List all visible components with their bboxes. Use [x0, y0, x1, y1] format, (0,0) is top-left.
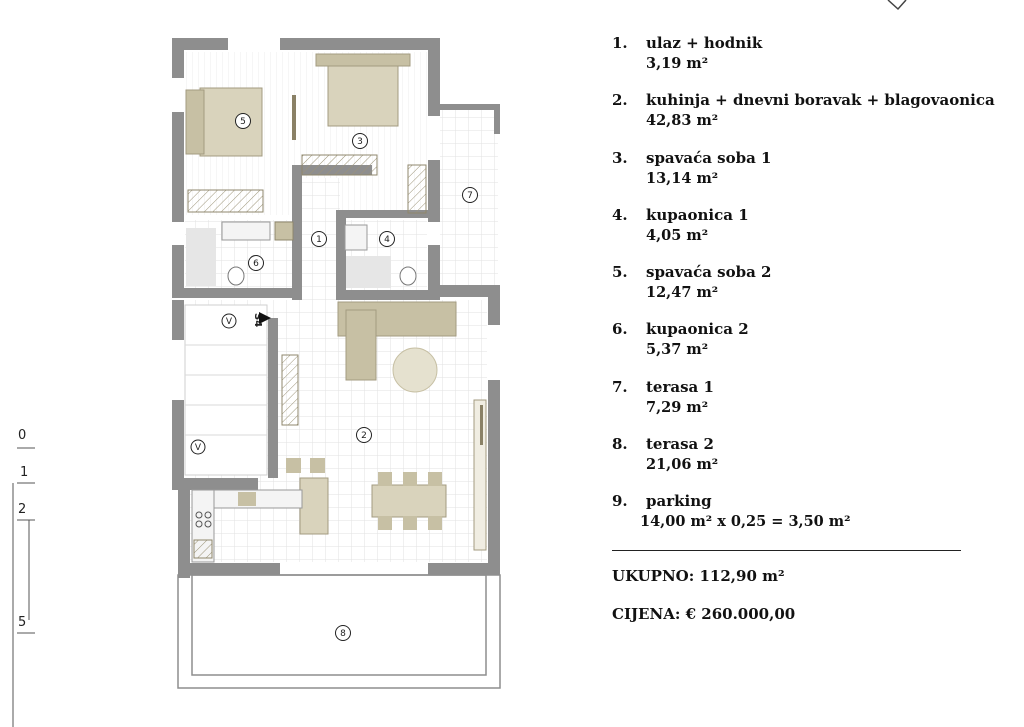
- room-marker-7: 7: [467, 191, 473, 201]
- legend-entry-area: 42,83 m²: [646, 112, 719, 130]
- stair-direction-arrow: [259, 312, 271, 324]
- scale-label-1: 1: [20, 465, 29, 480]
- legend-entry-number: 2.: [612, 91, 628, 110]
- living-furniture: [191, 301, 487, 563]
- scale-bar: [12, 447, 35, 727]
- stair-markers: V V S4: [190, 312, 271, 455]
- room-marker-4: 4: [384, 235, 390, 245]
- legend-entry-name: spavaća soba 1: [646, 148, 772, 167]
- legend-entry-name: kupaonica 2: [646, 320, 749, 339]
- legend-entry-number: 7.: [612, 377, 628, 396]
- stair-marker-label: S4: [252, 313, 263, 327]
- room-marker-6: 6: [253, 259, 259, 269]
- legend-entry-number: 4.: [612, 205, 628, 224]
- legend-entry: 9. parking 14,00 m² x 0,25 = 3,50 m²: [612, 492, 992, 549]
- room-marker-1: 1: [316, 235, 322, 245]
- legend-entry-area: 13,14 m²: [646, 169, 719, 187]
- legend-entry-name: parking: [646, 492, 712, 511]
- legend-entry: 1. ulaz + hodnik 3,19 m²: [612, 34, 992, 91]
- legend-entry: 5. spavaća soba 2 12,47 m²: [612, 263, 992, 320]
- total-area: UKUPNO: 112,90 m²: [612, 567, 785, 585]
- legend-entry-area: 7,29 m²: [646, 398, 709, 416]
- legend-entry: 4. kupaonica 1 4,05 m²: [612, 206, 992, 263]
- legend-entry-number: 5.: [612, 263, 628, 282]
- legend-entry-name: kuhinja + dnevni boravak + blagovaonica: [646, 91, 995, 110]
- legend-divider: [612, 550, 961, 551]
- legend-entry: 7. terasa 1 7,29 m²: [612, 378, 992, 435]
- legend-entry: 2. kuhinja + dnevni boravak + blagovaonic…: [612, 91, 995, 148]
- legend-entry-area: 4,05 m²: [646, 226, 709, 244]
- legend-entry-area: 3,19 m²: [646, 55, 709, 72]
- legend-entry-area: 21,06 m²: [646, 456, 719, 474]
- room-marker-2: 2: [361, 431, 367, 441]
- room-markers: 1 2 3 4 5 6 7 8: [235, 113, 478, 641]
- legend-entry-name: terasa 2: [646, 435, 714, 454]
- legend-entry: 6. kupaonica 2 5,37 m²: [612, 320, 992, 377]
- bedroom-2-furniture: [185, 87, 296, 213]
- room-marker-3: 3: [357, 137, 363, 147]
- legend-entry-number: 8.: [612, 435, 628, 454]
- bedroom-1-furniture: [301, 53, 427, 214]
- legend-entry: 3. spavaća soba 1 13,14 m²: [612, 149, 992, 206]
- stair-arrow-label: V: [226, 317, 233, 327]
- room-marker-8: 8: [340, 629, 346, 639]
- bathroom-1-fixtures: [344, 224, 417, 288]
- walls: [172, 38, 500, 578]
- legend-entry-number: 1.: [612, 34, 628, 52]
- scale-label-2: 2: [18, 502, 27, 517]
- room-legend: 1. ulaz + hodnik 3,19 m² 2. kuhinja + dnevni…: [612, 34, 995, 550]
- legend-entry-number: 3.: [612, 148, 628, 167]
- stair-arrow-label-lower: V: [195, 443, 202, 453]
- legend-entry-name: spavaća soba 2: [646, 263, 772, 282]
- legend-entry-number: 6.: [612, 320, 628, 339]
- legend-entry-area: 14,00 m² x 0,25 = 3,50 m²: [640, 513, 851, 531]
- legend-entry-number: 9.: [612, 492, 628, 511]
- legend-entry-area: 12,47 m²: [646, 284, 719, 302]
- scale-label-0: 0: [18, 428, 27, 443]
- legend-entry: 8. terasa 2 21,06 m²: [612, 435, 992, 492]
- bathroom-2-fixtures: [186, 221, 294, 286]
- legend-entry-area: 5,37 m²: [646, 341, 709, 359]
- legend-entry-name: kupaonica 1: [646, 205, 749, 224]
- legend-entry-name: ulaz + hodnik: [646, 34, 763, 52]
- price: CIJENA: € 260.000,00: [612, 605, 796, 623]
- terrace-2: [177, 574, 501, 689]
- room-marker-5: 5: [240, 117, 246, 127]
- legend-entry-name: terasa 1: [646, 377, 714, 396]
- north-arrow-fragment: [887, 0, 907, 11]
- scale-label-5: 5: [18, 615, 27, 630]
